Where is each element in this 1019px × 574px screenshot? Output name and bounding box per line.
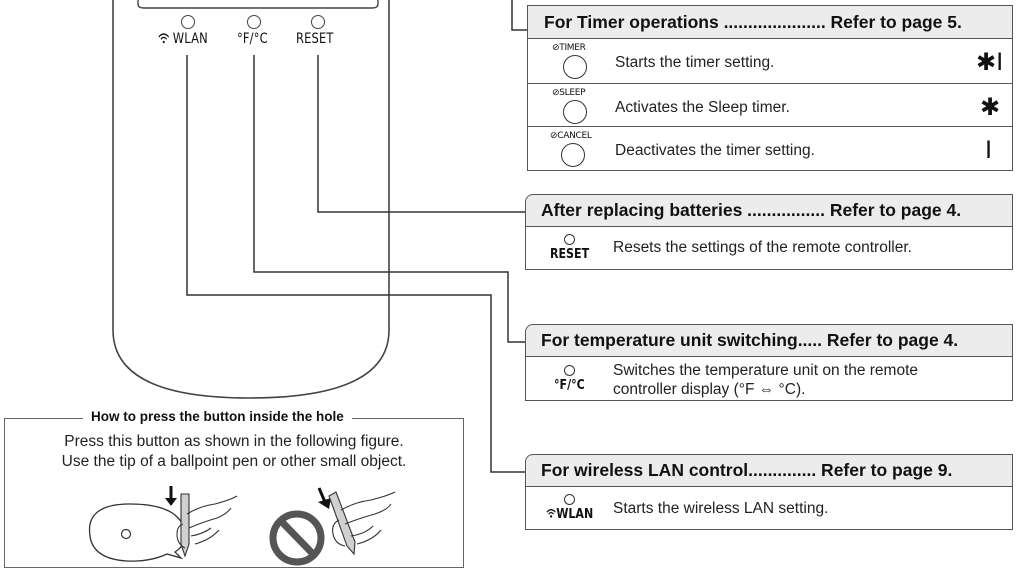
hand-icon — [176, 495, 238, 549]
wlan-label: WLAN — [158, 31, 208, 47]
star-bar-indicator-icon: ✱I — [976, 48, 1004, 76]
timer-leader-line — [511, 0, 528, 31]
timer-clock-icon: ⊘TIMER — [552, 43, 586, 53]
cancel-clock-icon: ⊘CANCEL — [550, 131, 592, 141]
howto-line1: Press this button as shown in the follow… — [64, 433, 404, 450]
timer-row: ⊘TIMER Starts the timer setting. ✱I — [528, 39, 1012, 83]
tilted-pen-icon — [328, 491, 356, 556]
wifi-icon — [546, 509, 556, 518]
star-indicator-icon: ✱ — [980, 93, 1001, 121]
temperature-heading: For temperature unit switching..... Refe… — [525, 324, 1013, 357]
wifi-icon — [158, 32, 173, 46]
remote-display-edge — [137, 0, 379, 9]
cancel-button-icon — [561, 143, 585, 167]
fc-button-hole — [247, 15, 261, 29]
reset-icon-label: RESET — [550, 247, 590, 262]
sleep-row: ⊘SLEEP Activates the Sleep timer. ✱ — [528, 83, 1012, 126]
fc-leader-line — [253, 55, 526, 343]
cancel-row-text: Deactivates the timer setting. — [615, 142, 815, 159]
cancel-row: ⊘CANCEL Deactivates the timer setting. I — [528, 126, 1012, 170]
bar-indicator-icon: I — [985, 136, 993, 164]
battery-heading: After replacing batteries ..............… — [525, 194, 1013, 227]
howto-panel: How to press the button inside the hole … — [4, 409, 464, 568]
temperature-text-line2: controller display (°F ⇔ °C). — [613, 381, 806, 398]
wlan-leader-line — [186, 55, 526, 473]
wlan-box: WLAN Starts the wireless LAN setting. — [525, 486, 1013, 530]
reset-leader-line — [317, 55, 526, 213]
reset-button-hole — [311, 15, 325, 29]
howto-line2: Use the tip of a ballpoint pen or other … — [61, 453, 407, 470]
temperature-box: °F/°C Switches the temperature unit on t… — [525, 356, 1013, 401]
reset-hole-icon — [564, 234, 575, 245]
fc-hole-icon — [564, 365, 575, 376]
timer-heading: For Timer operations ...................… — [528, 6, 1012, 39]
remote-controller-outline — [112, 0, 390, 399]
temperature-text-line1: Switches the temperature unit on the rem… — [613, 362, 918, 379]
hand-icon-2 — [332, 491, 396, 547]
pen-icon — [180, 493, 190, 558]
button-hole-icon — [120, 528, 132, 540]
wlan-icon-label: WLAN — [546, 507, 593, 522]
incorrect-method-illustration — [269, 487, 396, 566]
wlan-heading: For wireless LAN control.............. R… — [525, 454, 1013, 487]
timer-button-icon — [563, 55, 587, 79]
reset-label: RESET — [296, 31, 334, 47]
battery-box: RESET Resets the settings of the remote … — [525, 226, 1013, 270]
timer-row-text: Starts the timer setting. — [615, 54, 775, 71]
sleep-clock-icon: ⊘SLEEP — [552, 88, 586, 98]
sleep-row-text: Activates the Sleep timer. — [615, 99, 790, 116]
howto-title: How to press the button inside the hole — [83, 409, 352, 424]
fc-icon-label: °F/°C — [554, 378, 585, 393]
wlan-button-hole — [181, 15, 195, 29]
correct-method-illustration — [88, 486, 238, 562]
fc-label: °F/°C — [237, 31, 268, 47]
battery-row-text: Resets the settings of the remote contro… — [613, 239, 912, 256]
prohibited-icon — [269, 510, 325, 566]
howto-illustration — [88, 486, 396, 566]
sleep-button-icon — [563, 100, 587, 124]
wlan-hole-icon — [564, 494, 575, 505]
down-arrow-icon — [165, 498, 177, 506]
wlan-row-text: Starts the wireless LAN setting. — [613, 500, 829, 517]
timer-box: For Timer operations ...................… — [527, 5, 1013, 171]
